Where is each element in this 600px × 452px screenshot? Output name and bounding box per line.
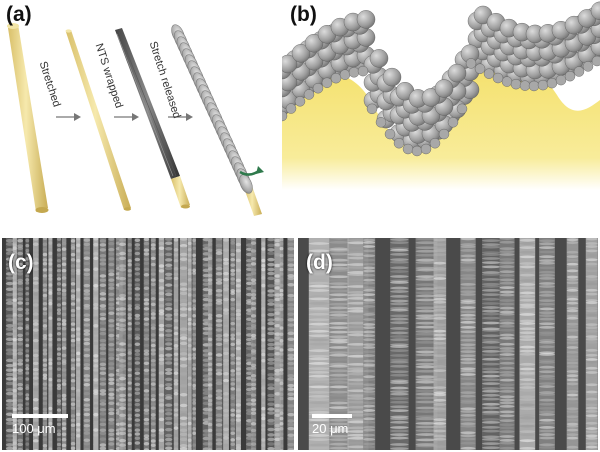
scalebar-c-line <box>12 414 68 418</box>
panel-c: (c) 100 μm <box>2 238 294 450</box>
scalebar-d: 20 μm <box>312 414 352 436</box>
sem-image-d <box>308 238 598 450</box>
panel-label-c: (c) <box>8 251 34 274</box>
nts-sheath <box>282 1 600 157</box>
scalebar-c-label: 100 μm <box>12 421 56 436</box>
panel-a-schematic <box>7 23 264 216</box>
panel-d: (d) 20 μm <box>298 238 598 450</box>
panel-label-d: (d) <box>306 251 333 274</box>
process-arrows <box>56 113 193 121</box>
sem-image-c <box>5 238 294 450</box>
panel-label-b: (b) <box>290 3 317 26</box>
panel-b: (b) <box>282 0 600 222</box>
fiber-original <box>7 23 49 213</box>
panel-b-cross-section <box>282 1 600 190</box>
elastic-core <box>282 60 600 190</box>
panel-a: Stretched NTS wrapped Stretch released (… <box>0 0 282 222</box>
fiber-nts-wrapped <box>115 28 190 209</box>
fiber-stretched <box>65 29 131 211</box>
fiber-buckled <box>171 24 264 216</box>
scalebar-d-label: 20 μm <box>312 421 349 436</box>
panel-label-a: (a) <box>6 3 32 26</box>
scalebar-c: 100 μm <box>12 414 68 436</box>
scalebar-d-line <box>312 414 352 418</box>
